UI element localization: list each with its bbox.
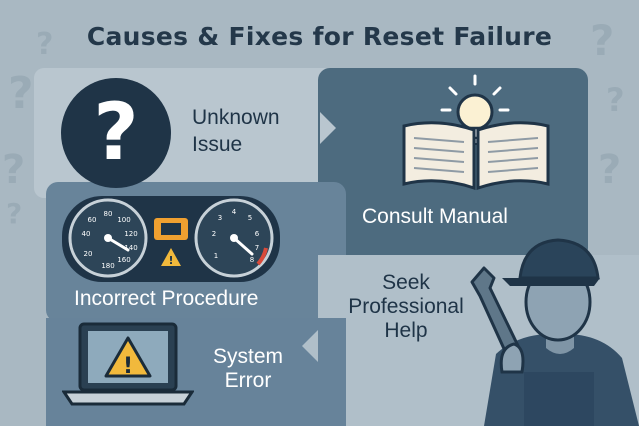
background-question-icon: ? [8,68,34,119]
unknown-issue-line2: Issue [192,133,243,156]
background-question-icon: ? [2,147,26,193]
svg-text:!: ! [123,354,133,379]
system-error-label: System Error [208,345,288,393]
gauge-right-tick: 1 [214,252,218,260]
unknown-issue-line1: Unknown [192,106,280,129]
connector-arrow [320,112,336,144]
background-question-icon: ? [606,81,625,119]
gauge-right-tick: 5 [248,214,252,222]
seek-help-line2: Professional [348,295,464,318]
gauge-right-tick: 7 [255,244,259,252]
gauge-left-tick: 60 [88,216,97,224]
page-title: Causes & Fixes for Reset Failure [86,22,553,51]
incorrect-procedure-label: Incorrect Procedure [74,287,259,310]
background-question-icon: ? [6,197,23,230]
background-question-icon: ? [36,27,54,62]
system-error-line1: System [212,345,283,368]
seek-help-label: Seek Professional Help [346,271,466,343]
gauge-right-tick: 2 [212,230,216,238]
question-bubble-icon: ? [61,78,171,188]
consult-manual-label: Consult Manual [362,205,508,228]
gauge-right-tick: 4 [232,208,237,216]
gauge-left-tick: 20 [84,250,93,258]
gauge-left-tick: 180 [101,262,114,270]
dashboard-gauges-icon: 40 60 80 100 120 140 160 180 20 2 3 4 5 … [62,196,280,282]
background-question-icon: ? [598,147,622,193]
svg-text:!: ! [168,254,173,267]
open-book-icon [402,121,550,191]
laptop-icon: ! [62,322,194,406]
seek-help-line3: Help [384,319,428,342]
gauge-left-tick: 160 [117,256,130,264]
system-error-line2: Error [224,369,272,392]
wrench-icon [470,266,524,364]
small-warning-icon [161,248,181,266]
gauge-left-tick: 140 [124,244,137,252]
gauge-right-tick: 3 [218,214,222,222]
gauge-right-tick: 8 [250,256,254,264]
connector-arrow [302,330,318,362]
gauge-left-tick: 120 [124,230,137,238]
gauge-left-tick: 80 [104,210,113,218]
gauge-right-tick: 6 [255,230,260,238]
seek-help-line1: Seek [382,271,430,294]
gauge-left-tick: 40 [82,230,91,238]
mechanic-icon [470,238,639,426]
gauge-left-tick: 100 [117,216,130,224]
unknown-issue-label: Unknown Issue [192,104,322,158]
background-question-icon: ? [590,16,615,65]
warning-triangle-icon [104,336,152,378]
